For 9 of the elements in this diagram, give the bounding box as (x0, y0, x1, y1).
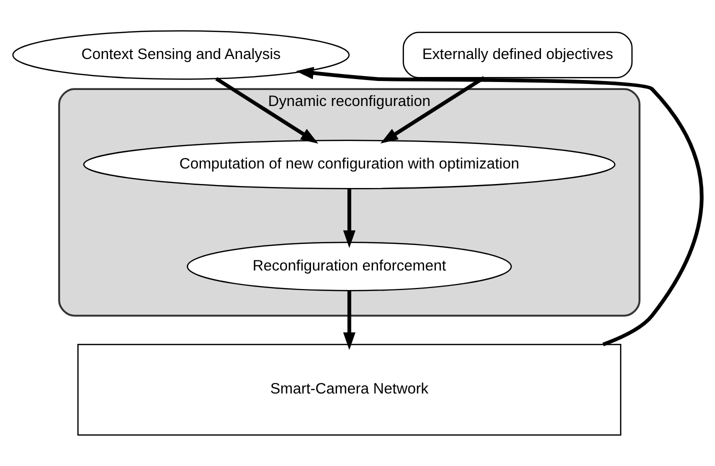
node-ellipse: Reconfiguration enforcement (186, 242, 512, 292)
node-box: Smart-Camera Network (77, 344, 622, 436)
arrow (343, 291, 356, 350)
arrow (343, 188, 356, 248)
node-ellipse: Computation of new configuration with optimization (83, 140, 616, 190)
arrow (215, 77, 318, 144)
arrow (296, 66, 704, 346)
arrow (380, 76, 486, 144)
node-box: Externally defined objectives (402, 32, 633, 78)
